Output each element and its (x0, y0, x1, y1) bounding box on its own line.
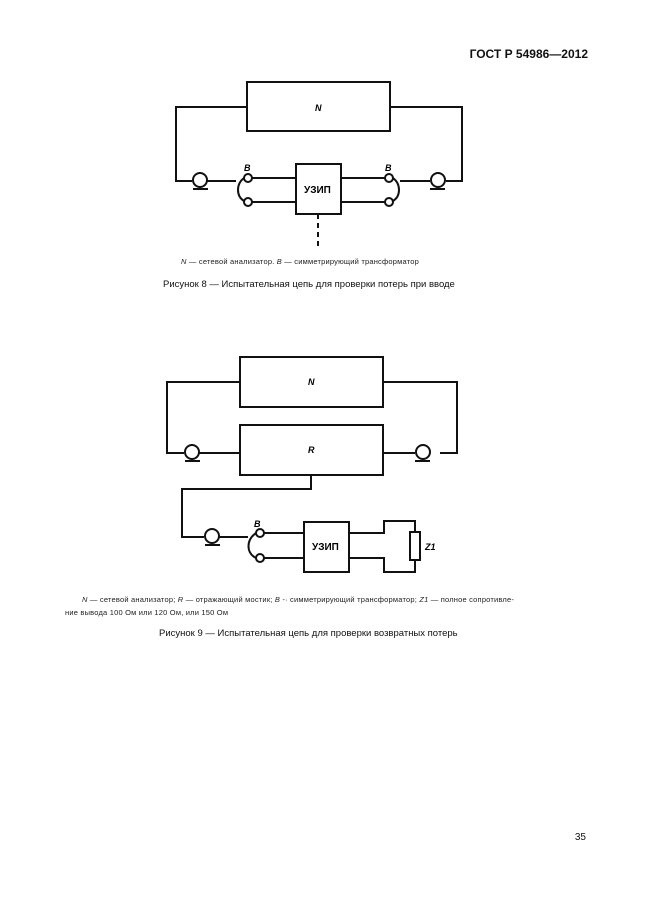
figure-9-circuit-diagram: N R B УЗИП Z1 (166, 356, 458, 573)
balun-right (392, 177, 400, 202)
figure-8-legend: N — сетевой анализатор. B — симметрирующ… (181, 257, 419, 266)
spd-block (303, 521, 350, 573)
wire-n-left (175, 106, 247, 182)
label-n: N (315, 103, 322, 113)
label-uzip: УЗИП (312, 542, 339, 553)
coax-connector-left (184, 444, 200, 460)
balun (247, 532, 257, 559)
coax-connector-bottom (204, 528, 220, 544)
label-b: B (254, 519, 261, 529)
page-number: 35 (574, 832, 586, 843)
label-z1: Z1 (424, 542, 436, 552)
label-b-right: B (385, 163, 392, 173)
figure-9-legend: N — сетевой анализатор; R — отражающий м… (65, 593, 592, 619)
wire-r-down (181, 475, 312, 538)
label-b-left: B (244, 163, 251, 173)
wire-n-right (383, 381, 458, 454)
wire-z-top (349, 520, 416, 534)
document-standard-header: ГОСТ Р 54986—2012 (469, 47, 588, 61)
balun-left (237, 177, 245, 202)
figure-9-legend-line-1: N — сетевой анализатор; R — отражающий м… (82, 595, 515, 604)
coax-connector-right (415, 444, 431, 460)
label-n: N (308, 377, 315, 387)
figure-8-circuit-diagram: N B B УЗИП (175, 81, 463, 248)
wire-z-bottom (349, 557, 416, 573)
figure-8-caption: Рисунок 8 — Испытательная цепь для прове… (163, 279, 455, 290)
label-uzip: УЗИП (304, 185, 331, 196)
label-r: R (308, 445, 315, 455)
coax-connector-right (430, 172, 446, 188)
wire-n-left (166, 381, 240, 454)
impedance-z1 (409, 531, 421, 561)
wire-n-right (390, 106, 463, 182)
figure-9-caption: Рисунок 9 — Испытательная цепь для прове… (159, 628, 458, 639)
figure-9-legend-line-2: ние вывода 100 Ом или 120 Ом, или 150 Ом (65, 608, 229, 617)
coax-connector-left (192, 172, 208, 188)
